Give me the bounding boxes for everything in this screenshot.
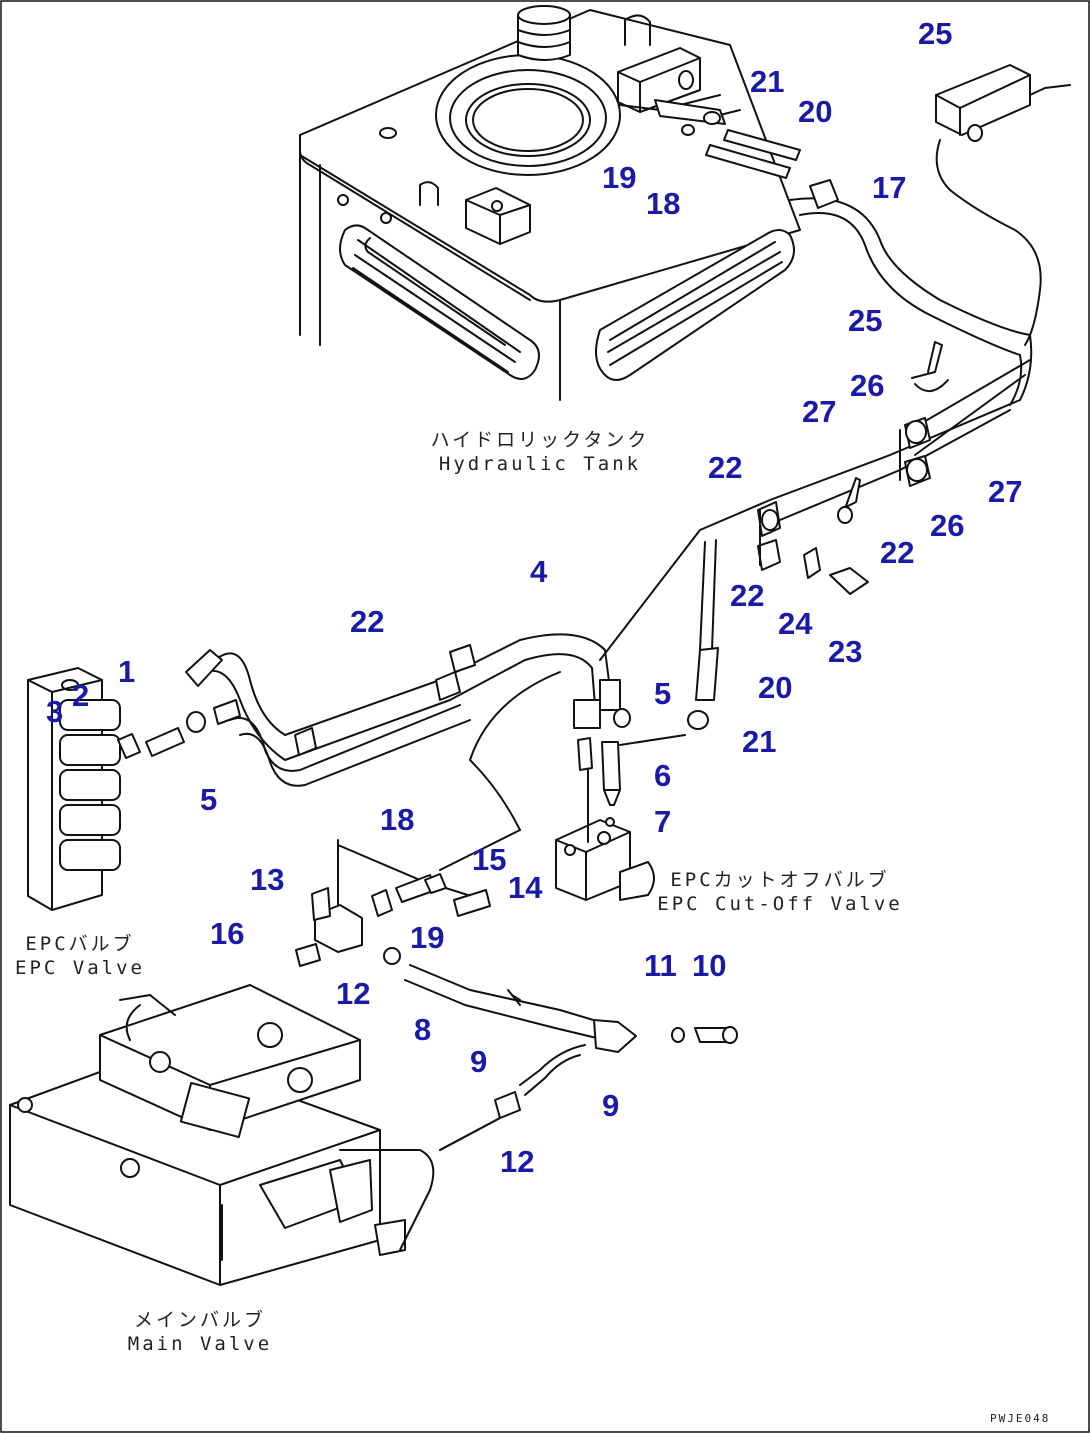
callout-18-mid: 18 bbox=[380, 802, 415, 837]
callout-22-b: 22 bbox=[880, 535, 915, 570]
callout-25-top: 25 bbox=[918, 16, 953, 51]
callout-23: 23 bbox=[828, 634, 863, 669]
callout-1: 1 bbox=[118, 654, 136, 689]
callout-18-top: 18 bbox=[646, 186, 681, 221]
callout-4: 4 bbox=[530, 554, 548, 589]
callout-19-mid: 19 bbox=[410, 920, 445, 955]
callout-14: 14 bbox=[508, 870, 543, 905]
epc-cutoff-valve-label-en: EPC Cut-Off Valve bbox=[657, 893, 903, 915]
callout-2: 2 bbox=[72, 678, 90, 713]
main-valve-caption: メインバルブ Main Valve bbox=[110, 1308, 290, 1356]
callout-27-upper: 27 bbox=[802, 394, 837, 429]
callout-10: 10 bbox=[692, 948, 727, 983]
callout-5-left: 5 bbox=[200, 782, 218, 817]
hydraulic-tank-drawing bbox=[299, 5, 801, 401]
callout-9-right: 9 bbox=[602, 1088, 620, 1123]
epc-valve-label-jp: EPCバルブ bbox=[25, 933, 135, 955]
hydraulic-tank-caption: ハイドロリックタンク Hydraulic Tank bbox=[410, 428, 670, 476]
callout-22-c: 22 bbox=[730, 578, 765, 613]
tee-block-drawing bbox=[295, 839, 491, 967]
callout-20-top: 20 bbox=[798, 94, 833, 129]
callout-5-right: 5 bbox=[654, 676, 672, 711]
callout-12-lower: 12 bbox=[500, 1144, 535, 1179]
main-valve-drawing bbox=[9, 984, 501, 1286]
callout-9-left: 9 bbox=[470, 1044, 488, 1079]
hose-routing bbox=[599, 64, 1071, 746]
epc-cutoff-valve-label-jp: EPCカットオフバルブ bbox=[670, 869, 890, 891]
callout-8: 8 bbox=[414, 1012, 432, 1047]
epc-valve-label-en: EPC Valve bbox=[15, 957, 145, 979]
epc-cutoff-valve-drawing bbox=[555, 737, 655, 901]
callout-6: 6 bbox=[654, 758, 672, 793]
callout-19-top: 19 bbox=[602, 160, 637, 195]
callout-13: 13 bbox=[250, 862, 285, 897]
epc-valve-caption: EPCバルブ EPC Valve bbox=[0, 932, 160, 980]
epc-valve-drawing bbox=[27, 667, 206, 911]
callout-22-a: 22 bbox=[708, 450, 743, 485]
callout-24: 24 bbox=[778, 606, 813, 641]
hydraulic-tank-label-jp: ハイドロリックタンク bbox=[430, 429, 650, 451]
callout-15: 15 bbox=[472, 842, 507, 877]
callout-17: 17 bbox=[872, 170, 907, 205]
callout-3: 3 bbox=[46, 694, 64, 729]
callout-21-mid: 21 bbox=[742, 724, 777, 759]
callout-7: 7 bbox=[654, 804, 672, 839]
callout-16: 16 bbox=[210, 916, 245, 951]
main-valve-label-jp: メインバルブ bbox=[133, 1309, 266, 1331]
callout-22-d: 22 bbox=[350, 604, 385, 639]
callout-25-mid: 25 bbox=[848, 303, 883, 338]
callout-12-upper: 12 bbox=[336, 976, 371, 1011]
callout-26-upper: 26 bbox=[850, 368, 885, 403]
callout-26-lower: 26 bbox=[930, 508, 965, 543]
callout-11: 11 bbox=[644, 948, 677, 983]
hydraulic-tank-label-en: Hydraulic Tank bbox=[438, 453, 642, 475]
drawing-code: PWJE048 bbox=[990, 1412, 1051, 1425]
main-valve-label-en: Main Valve bbox=[127, 1333, 273, 1355]
lower-hoses bbox=[404, 964, 738, 1151]
callout-27-lower: 27 bbox=[988, 474, 1023, 509]
hose-bundle bbox=[185, 633, 631, 871]
callout-20-mid: 20 bbox=[758, 670, 793, 705]
callout-21-top: 21 bbox=[750, 64, 785, 99]
epc-cutoff-valve-caption: EPCカットオフバルブ EPC Cut-Off Valve bbox=[650, 868, 910, 916]
